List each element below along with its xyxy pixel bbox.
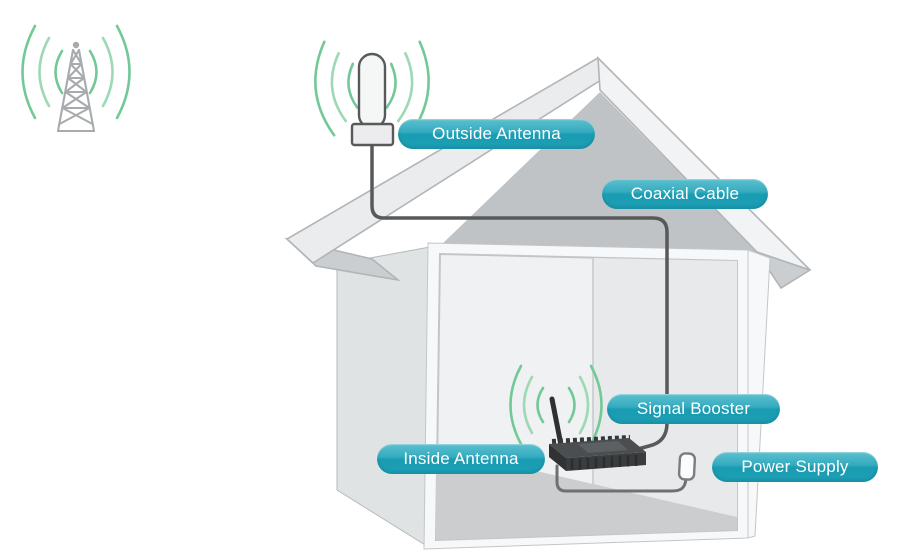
booster-fins xyxy=(570,455,638,470)
label-signal-booster: Signal Booster xyxy=(607,394,780,424)
outside-antenna-icon xyxy=(350,52,395,147)
inside-antenna-signal-waves-icon xyxy=(509,364,603,446)
power-plug-icon xyxy=(677,452,697,481)
inside-antenna-icon xyxy=(549,396,564,448)
label-inside-antenna: Inside Antenna xyxy=(377,444,545,474)
house-left-wall xyxy=(336,246,431,549)
coaxial-cable-line xyxy=(370,144,669,451)
cell-tower-signal-waves-icon xyxy=(21,24,131,120)
roof-underside xyxy=(440,92,757,252)
cell-tower-icon xyxy=(56,41,96,133)
signal-booster-device-icon xyxy=(549,435,646,471)
label-coaxial-cable: Coaxial Cable xyxy=(602,179,768,209)
label-power-supply: Power Supply xyxy=(712,452,878,482)
label-outside-antenna: Outside Antenna xyxy=(398,119,595,149)
power-cable-line xyxy=(555,464,688,493)
